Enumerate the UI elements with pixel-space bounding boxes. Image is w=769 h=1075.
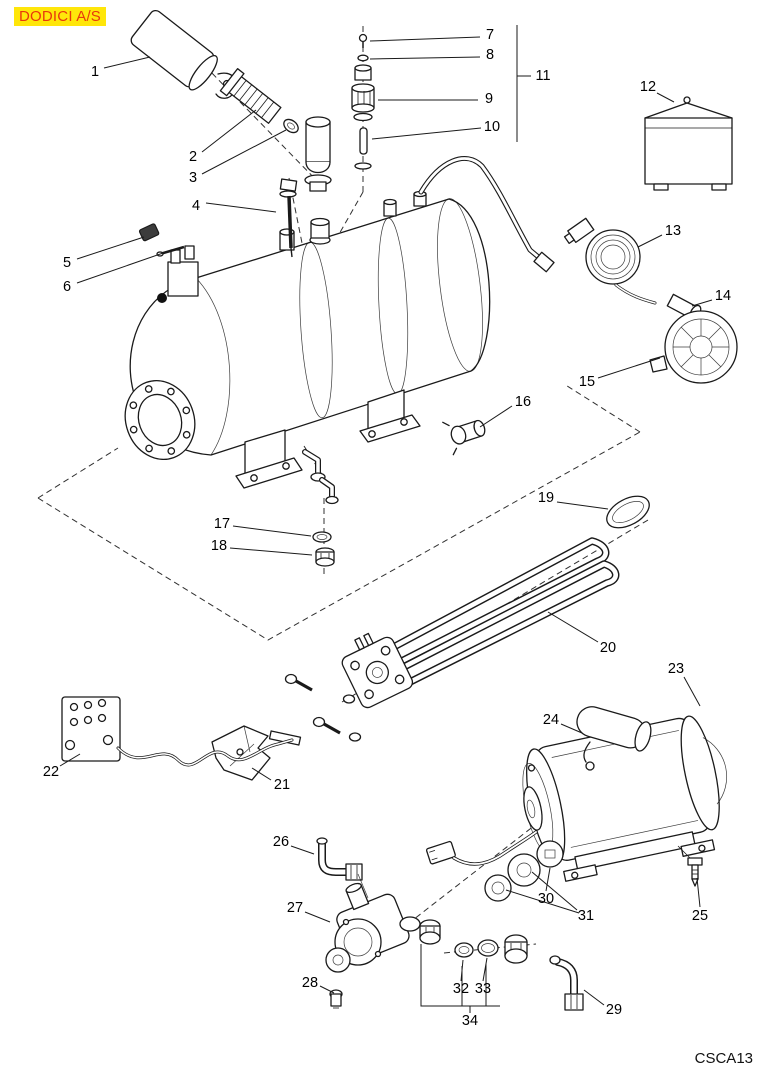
- part-31-impeller: [507, 853, 541, 887]
- part-label-30: 30: [537, 891, 555, 907]
- part-label-15: 15: [578, 374, 596, 390]
- part-label-31: 31: [577, 908, 595, 924]
- part-4-anode-rod: [279, 178, 298, 258]
- part-22-thermostat: [61, 696, 294, 767]
- tank-mounting-brackets: [235, 389, 421, 489]
- part-label-4: 4: [191, 198, 201, 214]
- part-19-gasket-ring: [606, 495, 650, 529]
- part-label-18: 18: [210, 538, 228, 554]
- part-24-capacitor: [576, 706, 652, 771]
- part-12-control-box: [644, 96, 733, 191]
- part-9-hex-plug: [351, 83, 375, 122]
- part-label-19: 19: [537, 490, 555, 506]
- part-2-threaded-fitting: [219, 68, 282, 124]
- outlet-pipe: [418, 156, 555, 273]
- part-label-20: 20: [599, 640, 617, 656]
- part-28-screw: [329, 989, 343, 1009]
- part-label-16: 16: [514, 394, 532, 410]
- part-7-screw: [358, 33, 368, 48]
- part-16-valve-fitting: [442, 419, 486, 456]
- drawing-code: CSCA13: [694, 1050, 753, 1067]
- part-8-washer: [357, 54, 369, 62]
- part-label-9: 9: [484, 91, 494, 107]
- part-25-screw: [677, 845, 703, 887]
- tank-terminal-plate: [167, 245, 199, 297]
- part-20-heating-element: [341, 537, 620, 709]
- hex-plug: [504, 934, 528, 964]
- hex-nipple: [419, 919, 441, 945]
- part-label-1: 1: [90, 64, 100, 80]
- part-5-cap: [138, 223, 160, 242]
- part-label-33: 33: [474, 981, 492, 997]
- part-label-22: 22: [42, 764, 60, 780]
- element-bolts: [284, 673, 362, 742]
- part-label-3: 3: [188, 170, 198, 186]
- cap-cup: [354, 64, 372, 81]
- part-33-o-ring: [477, 939, 499, 957]
- tank-flange: [124, 380, 196, 460]
- tank-stud-dot: [157, 293, 167, 303]
- part-label-14: 14: [714, 288, 732, 304]
- part-17-washer: [312, 531, 332, 543]
- part-21-bracket: [211, 725, 302, 781]
- part-31-seal-disc: [484, 874, 512, 902]
- power-connector: [425, 830, 538, 866]
- part-13-cable-coil: [563, 217, 657, 305]
- inlet-elbow: [304, 116, 332, 192]
- part-label-25: 25: [691, 908, 709, 924]
- part-15-gauge: [649, 310, 738, 384]
- part-label-17: 17: [213, 516, 231, 532]
- part-27-pump-head: [325, 882, 421, 973]
- part-label-32: 32: [452, 981, 470, 997]
- brand-title: DODICI A/S: [14, 7, 107, 26]
- part-label-28: 28: [301, 975, 319, 991]
- part-label-23: 23: [667, 661, 685, 677]
- part-30-seal-housing: [536, 840, 564, 868]
- part-label-21: 21: [273, 777, 291, 793]
- part-label-7: 7: [485, 27, 495, 43]
- part-label-5: 5: [62, 255, 72, 271]
- boiler-tank: [124, 190, 491, 489]
- part-label-13: 13: [664, 223, 682, 239]
- part-29-elbow-fitting: [549, 955, 584, 1011]
- part-label-6: 6: [62, 279, 72, 295]
- part-label-2: 2: [188, 149, 198, 165]
- part-10-pin: [354, 127, 372, 170]
- part-label-26: 26: [272, 834, 290, 850]
- part-label-12: 12: [639, 79, 657, 95]
- part-32-o-ring: [454, 942, 474, 958]
- part-3-washer: [283, 118, 299, 134]
- part-label-27: 27: [286, 900, 304, 916]
- part-23-motor: [522, 715, 727, 882]
- part-26-elbow-fitting: [316, 837, 369, 899]
- part-label-34: 34: [461, 1013, 479, 1029]
- part-label-11: 11: [535, 68, 551, 84]
- part-label-24: 24: [542, 712, 560, 728]
- part-18-drain-plug: [315, 547, 335, 567]
- part-label-8: 8: [485, 47, 495, 63]
- part-label-10: 10: [483, 119, 501, 135]
- part-label-29: 29: [605, 1002, 623, 1018]
- part-1-cover-cap: [130, 9, 237, 99]
- drain-fittings: [302, 449, 339, 505]
